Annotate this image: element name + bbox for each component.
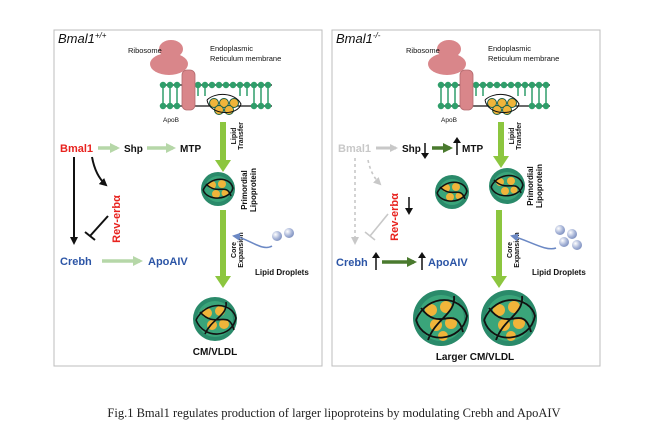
reverba-decrease-arrow <box>405 197 413 215</box>
membrane-label-line1: Endoplasmic <box>488 44 531 53</box>
reverba-inhibits-crebh <box>369 213 389 237</box>
apoaiv-increase-arrow <box>418 252 426 270</box>
product-label: CM/VLDL <box>193 347 237 358</box>
rev-erba-label: Rev-erbα <box>389 193 401 241</box>
mtp-increase-arrow <box>453 137 461 155</box>
cm-vldl-particle-icon <box>193 297 237 341</box>
primordial-lipoprotein-icon <box>201 172 235 206</box>
bmal1-label: Bmal1 <box>338 143 371 155</box>
panel-title: Bmal1-/- <box>336 31 381 46</box>
shp-label: Shp <box>402 144 421 155</box>
membrane-label-line1: Endoplasmic <box>210 44 253 53</box>
primordial-label-2: Lipoprotein <box>249 168 258 212</box>
figure-caption: Fig.1 Bmal1 regulates production of larg… <box>107 406 561 420</box>
apob-label: ApoB <box>441 117 457 124</box>
rev-erba-label: Rev-erbα <box>111 195 123 243</box>
primordial-label-1: Primordial <box>240 170 249 210</box>
reverba-inhibits-crebh <box>89 215 109 237</box>
product-label: Larger CM/VLDL <box>436 352 514 363</box>
crebh-label: Crebh <box>60 256 92 268</box>
crebh-label: Crebh <box>336 257 368 269</box>
lipid-droplets-icon <box>232 228 294 249</box>
larger-cm-vldl-particle-icon <box>413 290 469 346</box>
primordial-lipoprotein-icon <box>435 175 469 209</box>
membrane-label-line2: Reticulum membrane <box>488 54 559 63</box>
apoaiv-label: ApoAIV <box>428 257 468 269</box>
larger-cm-vldl-particle-icon <box>481 290 537 346</box>
ribosome-label: Ribosome <box>406 46 440 55</box>
bmal1-label: Bmal1 <box>60 143 93 155</box>
shp-decrease-arrow <box>421 143 429 159</box>
bmal1-to-reverba-arrow <box>367 159 382 186</box>
lipid-transfer-label-1: Lipid <box>231 128 238 145</box>
core-expansion-arrowhead <box>215 276 231 288</box>
apob-label: ApoB <box>163 117 179 124</box>
apob-channel <box>459 69 474 111</box>
core-expansion-label-1: Core <box>231 242 238 258</box>
membrane-label-line2: Reticulum membrane <box>210 54 281 63</box>
primordial-lipoprotein-icon <box>489 168 525 204</box>
core-expansion-label-2: Expansion <box>238 232 245 267</box>
primordial-label-2: Lipoprotein <box>535 164 544 208</box>
mtp-label: MTP <box>180 144 201 155</box>
lipid-transfer-label-1: Lipid <box>509 128 516 145</box>
shp-label: Shp <box>124 144 143 155</box>
apoaiv-label: ApoAIV <box>148 256 188 268</box>
lipid-transfer-label-2: Transfer <box>238 122 245 150</box>
lipid-transfer-arrowhead <box>215 160 231 172</box>
lipid-droplets-icon <box>510 225 582 250</box>
ribosome-icon <box>428 40 466 75</box>
core-expansion-label-2: Expansion <box>514 232 521 267</box>
panel-title: Bmal1+/+ <box>58 31 107 46</box>
core-expansion-arrowhead <box>491 276 507 288</box>
bmal1-to-reverba-arrow <box>91 156 108 187</box>
core-expansion-label-1: Core <box>507 242 514 258</box>
lipid-droplets-label: Lipid Droplets <box>532 268 586 277</box>
lipid-transfer-arrowhead <box>493 156 509 168</box>
crebh-increase-arrow <box>372 252 380 270</box>
panel-wildtype: Bmal1+/+ Ribosome Endoplasmic Reticulum … <box>53 29 323 367</box>
mtp-label: MTP <box>462 144 483 155</box>
ribosome-icon <box>150 40 188 75</box>
ribosome-label: Ribosome <box>128 46 162 55</box>
primordial-label-1: Primordial <box>526 166 535 206</box>
er-membrane <box>437 69 550 115</box>
lipid-transfer-label-2: Transfer <box>516 122 523 150</box>
panel-knockout: Bmal1-/- Ribosome Endoplasmic Reticulum … <box>331 29 601 367</box>
apob-channel <box>181 69 196 111</box>
lipid-droplets-label: Lipid Droplets <box>255 268 309 277</box>
er-membrane <box>159 69 272 115</box>
